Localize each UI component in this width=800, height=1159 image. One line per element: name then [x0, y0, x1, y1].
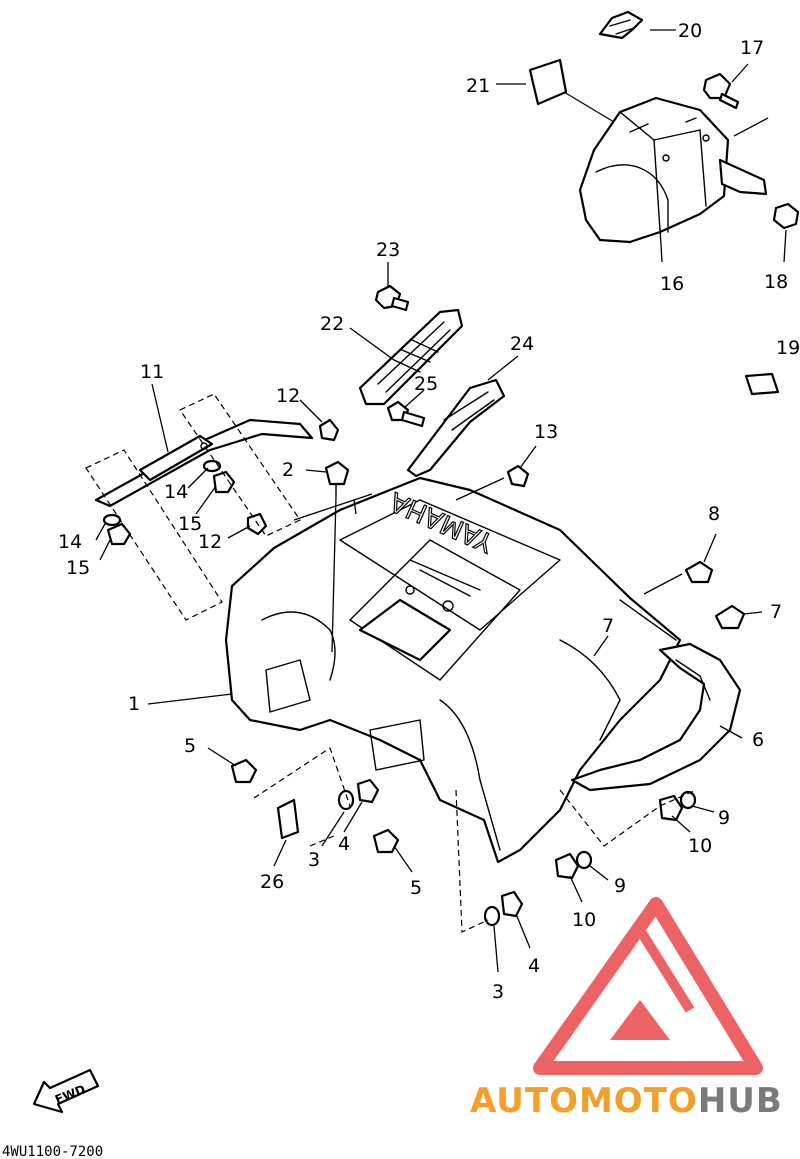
part-10-nut-right	[658, 794, 684, 822]
diagram-code: 4WU1100-7200	[2, 1144, 103, 1159]
callout-14-upper: 14	[164, 481, 188, 503]
callout-1: 1	[128, 693, 140, 715]
callout-4-upper: 4	[338, 833, 350, 855]
part-4-nut-upper	[356, 778, 380, 804]
callout-2: 2	[282, 459, 294, 481]
part-24-bracket	[406, 378, 506, 478]
callout-7-center: 7	[602, 615, 614, 637]
callout-16: 16	[660, 273, 684, 295]
part-3-washer-upper	[337, 789, 355, 811]
part-20-clip	[598, 10, 644, 40]
part-16-rear-cover	[578, 96, 768, 244]
callout-6: 6	[752, 729, 764, 751]
part-18-nut	[772, 202, 800, 230]
callout-10-left: 10	[572, 909, 596, 931]
part-23-bolt	[374, 284, 410, 312]
leader-lines	[95, 29, 787, 973]
assembly-lines	[85, 393, 697, 933]
part-8-bolt	[684, 560, 714, 584]
part-9-washer-left	[575, 850, 593, 870]
part-14-washer-lower	[102, 513, 122, 527]
part-2-screw	[324, 460, 350, 497]
callout-8: 8	[708, 503, 720, 525]
part-1-rear-fender	[224, 476, 682, 864]
watermark-logo	[533, 897, 763, 1075]
part-5-bolt-center	[372, 828, 400, 854]
part-17-bolt	[702, 72, 740, 110]
part-21-pad	[528, 58, 568, 106]
callout-12-top: 12	[276, 385, 300, 407]
callout-7-right: 7	[770, 601, 782, 623]
callout-5-center: 5	[410, 877, 422, 899]
callout-24: 24	[510, 333, 534, 355]
callout-22: 22	[320, 313, 344, 335]
callout-14-lower: 14	[58, 531, 82, 553]
callout-18: 18	[764, 271, 788, 293]
callout-15-lower: 15	[66, 557, 90, 579]
callout-11: 11	[140, 361, 164, 383]
callout-labels: 20 17 21 16 18 23 22 24 19 11 25 12 13 2…	[58, 20, 800, 1003]
watermark-text-orange: AUTOMOTO	[470, 1081, 698, 1121]
callout-10-right: 10	[688, 835, 712, 857]
part-19-pad	[744, 372, 780, 396]
callout-25: 25	[414, 373, 438, 395]
watermark-text: AUTOMOTOHUB	[470, 1081, 783, 1121]
part-13-bolt	[506, 464, 530, 488]
part-7-bolt-right	[714, 604, 746, 630]
part-9-washer-right	[679, 790, 697, 810]
callout-26: 26	[260, 871, 284, 893]
part-11-guard	[94, 418, 314, 508]
part-22-grille	[358, 308, 464, 406]
fwd-arrow-icon: FWD	[32, 1068, 100, 1114]
callout-23: 23	[376, 239, 400, 261]
callout-21: 21	[466, 75, 490, 97]
part-25-bolt	[386, 400, 426, 428]
callout-4-lower: 4	[528, 955, 540, 977]
part-3-washer-lower	[483, 905, 501, 927]
part-26-label	[276, 798, 300, 840]
callout-15-upper: 15	[178, 513, 202, 535]
callout-20: 20	[678, 20, 702, 42]
callout-13: 13	[534, 421, 558, 443]
watermark-text-gray: HUB	[698, 1081, 783, 1121]
part-15-nut-upper	[212, 470, 236, 494]
callout-19: 19	[776, 337, 800, 359]
part-4-nut-lower	[500, 890, 524, 918]
part-15-nut-lower	[106, 522, 132, 546]
callout-12-left: 12	[198, 531, 222, 553]
callout-9-right: 9	[718, 807, 730, 829]
callout-17: 17	[740, 37, 764, 59]
callout-3-lower: 3	[492, 981, 504, 1003]
callout-5-left: 5	[184, 735, 196, 757]
part-5-bolt-left	[230, 758, 258, 784]
part-12-bolt-top	[318, 418, 340, 442]
part-6-side-flap	[570, 642, 742, 792]
callout-9-left: 9	[614, 875, 626, 897]
part-10-nut-left	[554, 852, 580, 880]
callout-3-upper: 3	[308, 849, 320, 871]
